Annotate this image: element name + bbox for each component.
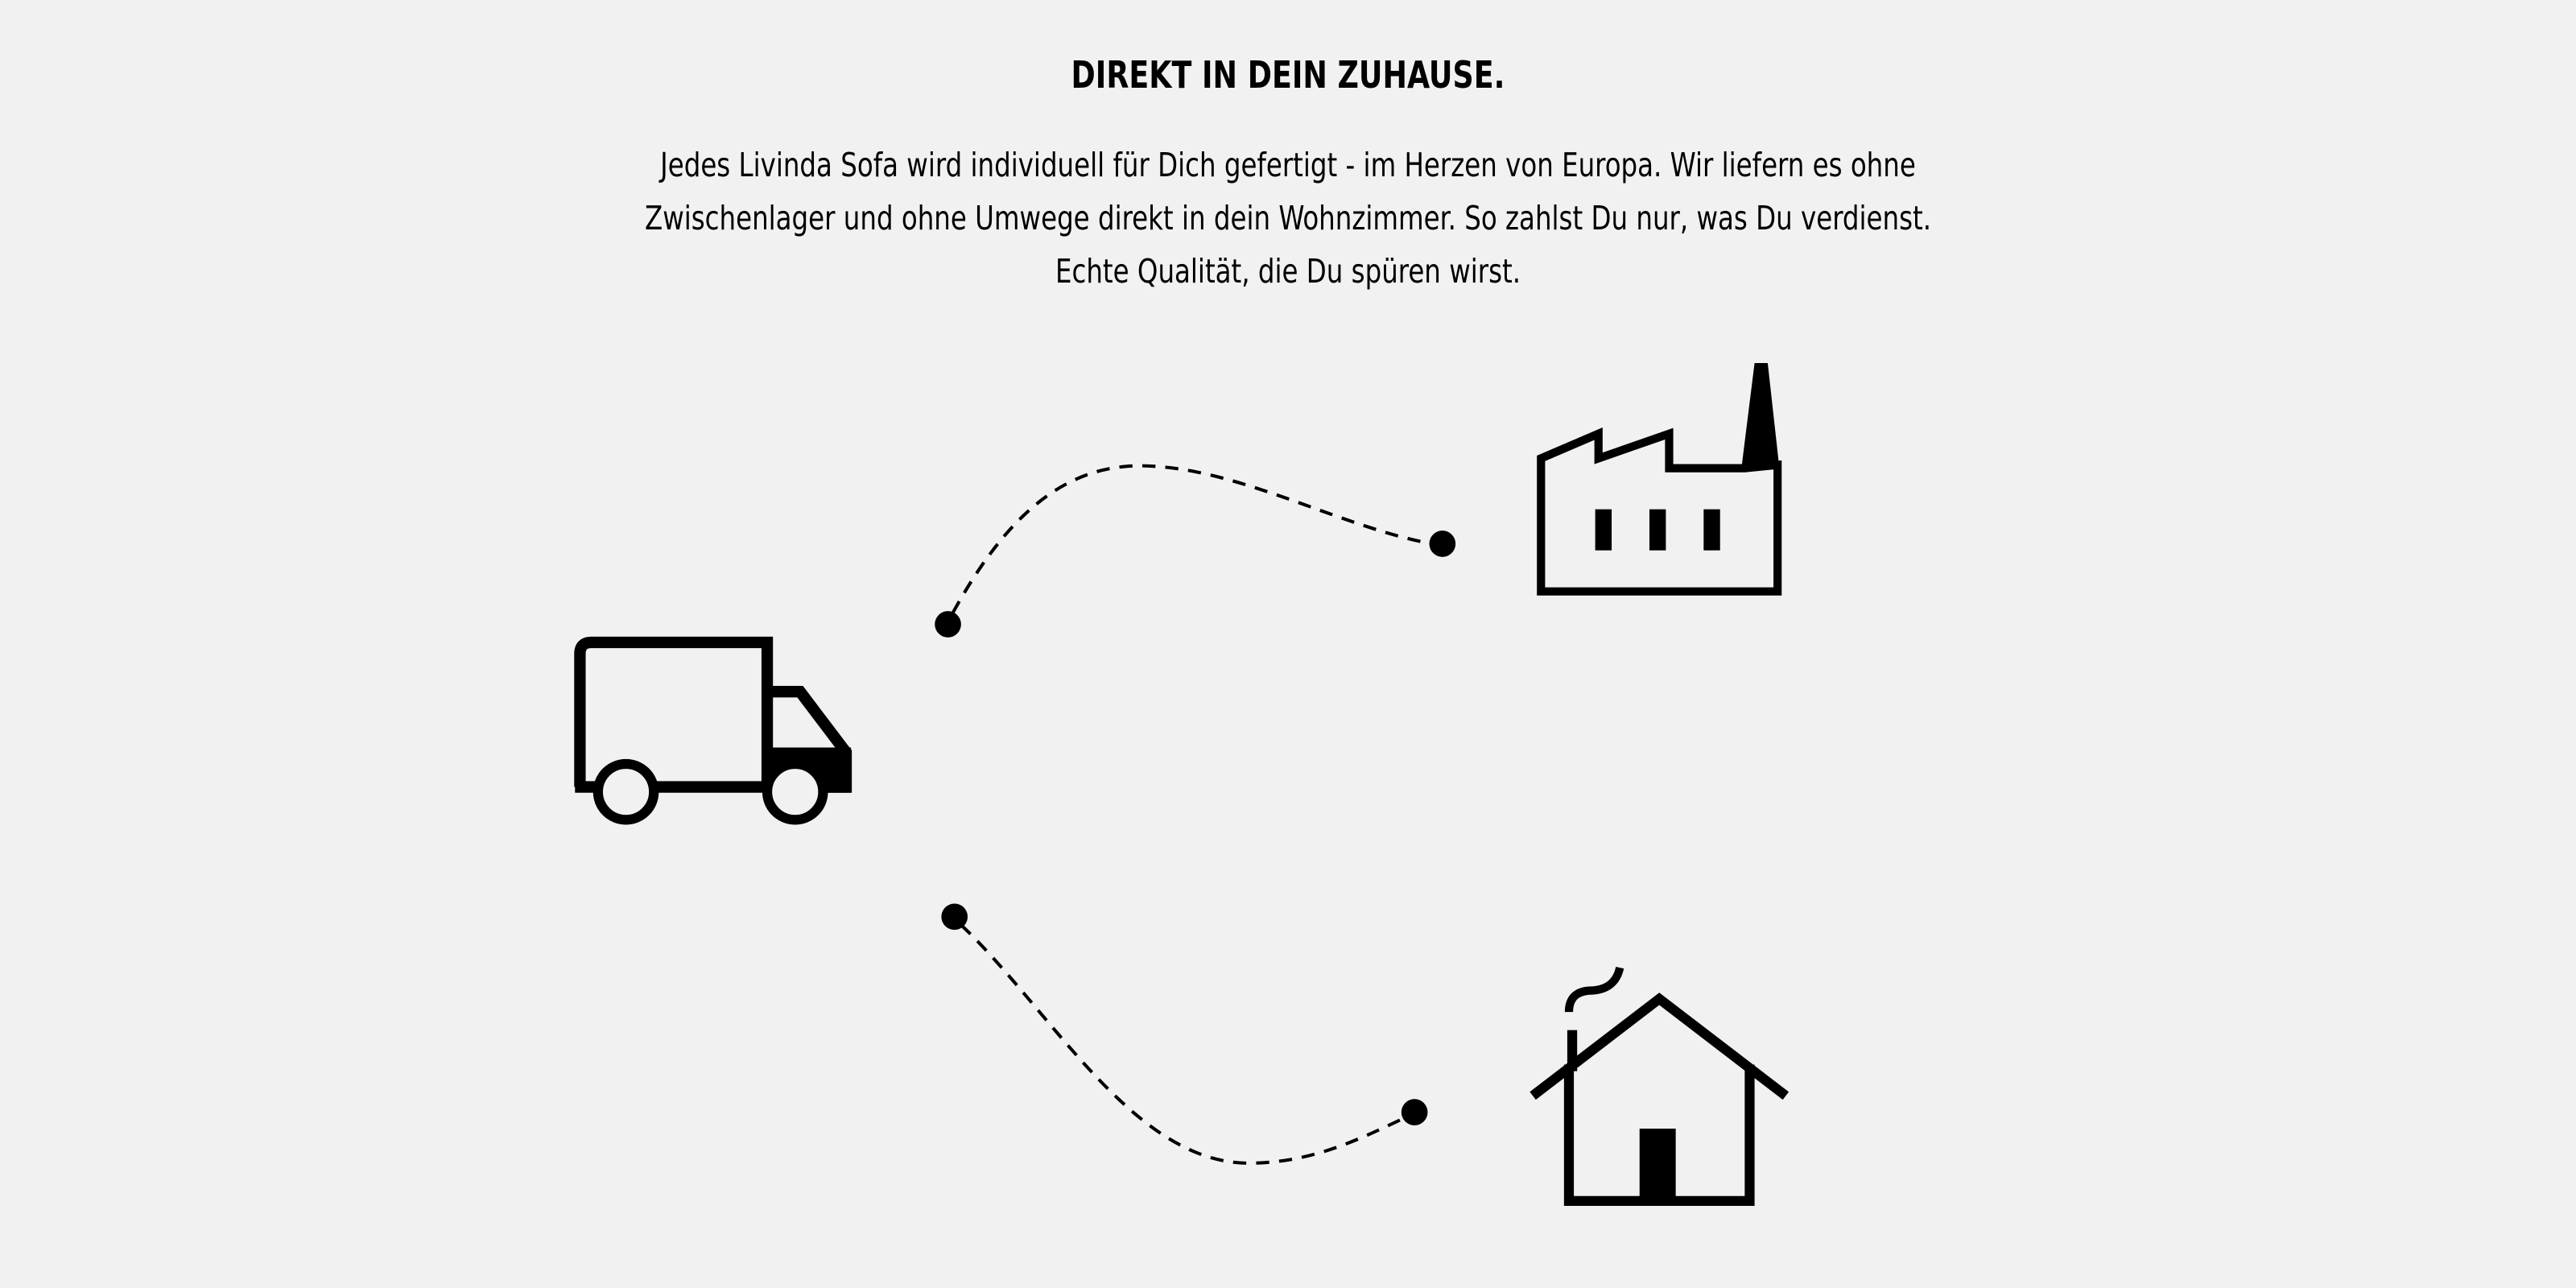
- section-title: DIREKT IN DEIN ZUHAUSE.: [1071, 53, 1505, 97]
- section-description: Jedes Livinda Sofa wird individuell für …: [155, 138, 2421, 298]
- truck-to-house-path: [941, 903, 1428, 1165]
- description-line: Jedes Livinda Sofa wird individuell für …: [660, 146, 1916, 184]
- factory-icon: [1537, 363, 1782, 596]
- factory-to-truck-path: [935, 464, 1456, 638]
- description-line: Echte Qualität, die Du spüren wirst.: [1055, 252, 1521, 291]
- description-line: Zwischenlager und ohne Umwege direkt in …: [644, 199, 1932, 237]
- house-icon: [1530, 966, 1790, 1206]
- truck-icon: [574, 636, 852, 825]
